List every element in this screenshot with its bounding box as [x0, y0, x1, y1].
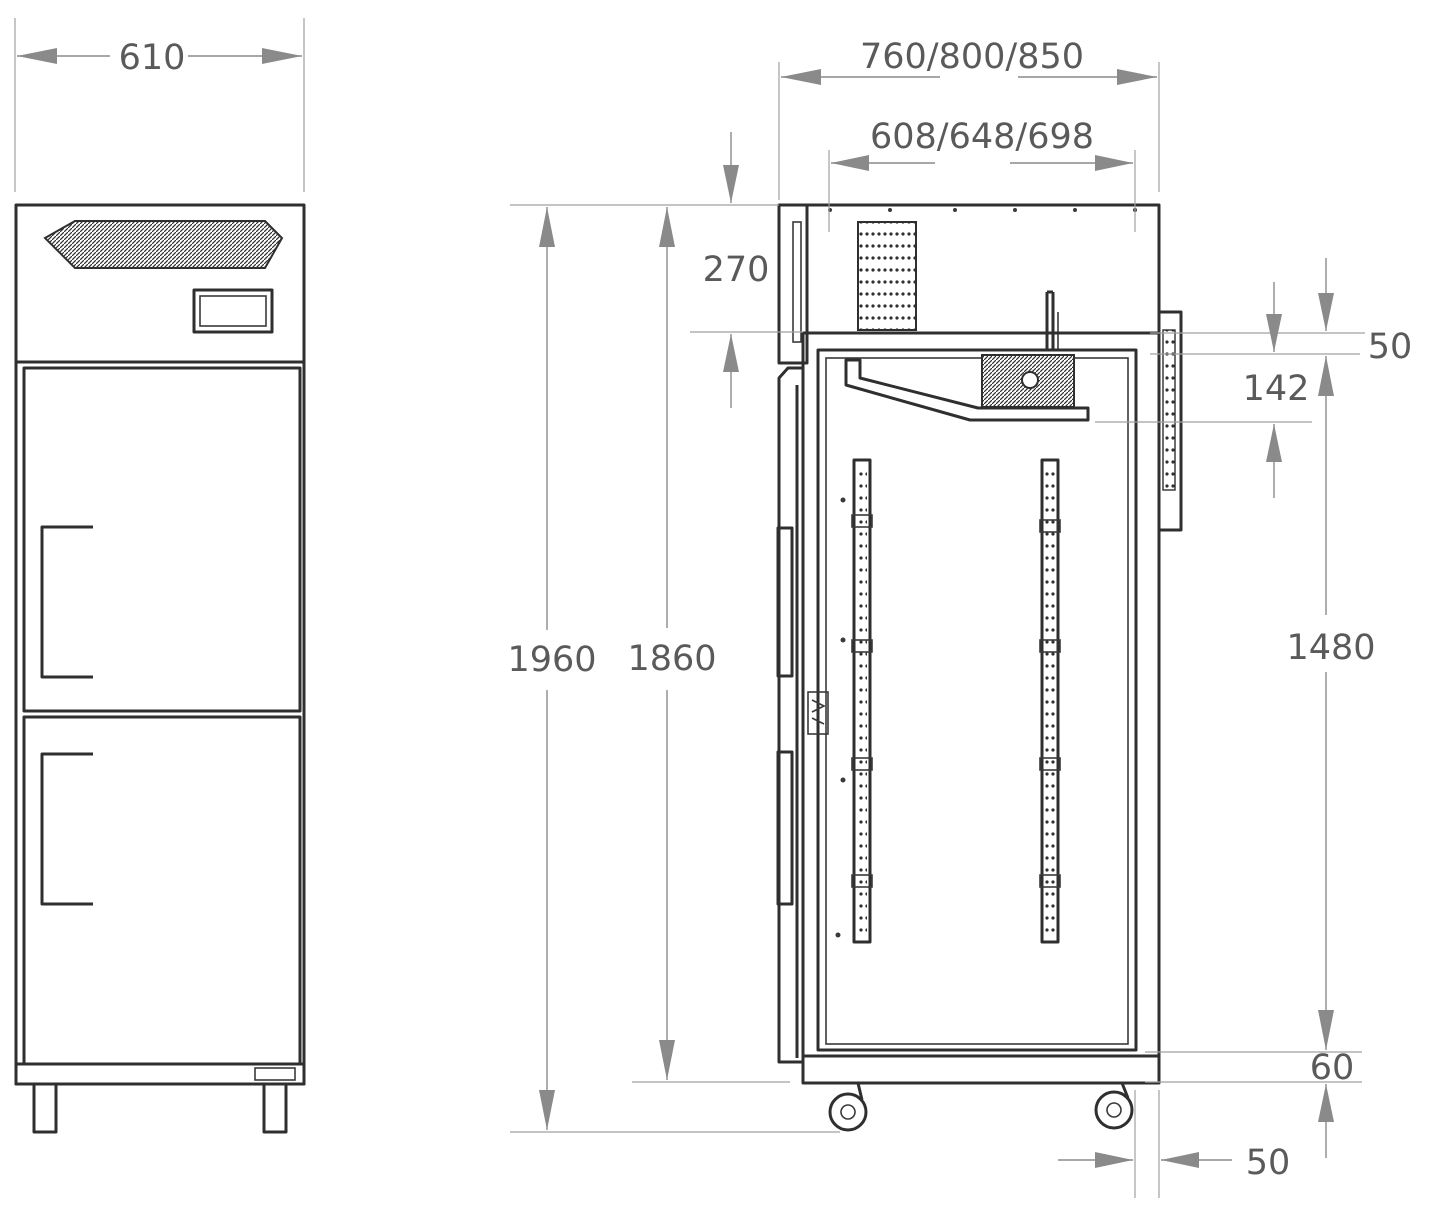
side-inner-liner [816, 348, 1138, 1052]
side-rear-grille [1162, 329, 1176, 491]
side-evaporator-duct [844, 358, 1090, 422]
dim-label-total-height: 1960 [507, 640, 596, 680]
front-plinth [14, 1062, 306, 1086]
side-hinge [807, 691, 829, 735]
dim-label-handle-length: 142 [1243, 369, 1310, 409]
side-condenser-coil [857, 221, 917, 331]
dim-body-height: 1860 [627, 207, 790, 1083]
front-body [14, 360, 306, 1086]
dim-label-handle-height: 1480 [1286, 628, 1375, 668]
side-front-rail [852, 458, 872, 944]
front-view [14, 203, 306, 1134]
side-cabinet [801, 331, 1161, 1085]
dim-total-height: 1960 [507, 207, 840, 1133]
side-upper-handle [776, 526, 794, 678]
side-rear-bracket [1159, 310, 1183, 532]
side-top-panel-slot [792, 221, 802, 343]
side-rear-caster [1094, 1090, 1134, 1130]
side-rear-rail [1040, 458, 1060, 944]
dim-handle-top: 50 142 [1095, 258, 1412, 498]
dim-bottom-clearance: 60 [1145, 1048, 1362, 1158]
side-rear-rail-holes [1045, 468, 1055, 934]
dim-handle-protrusion: 50 [1058, 1090, 1290, 1198]
dim-label-width: 610 [119, 38, 186, 78]
front-left-caster [32, 1082, 58, 1134]
side-door-edge [777, 366, 803, 1064]
front-display-screen [199, 295, 267, 327]
front-control-panel [192, 288, 274, 334]
side-front-rail-holes [857, 468, 867, 934]
dim-label-top-unit: 270 [703, 250, 770, 290]
dim-label-bottom-clearance: 60 [1310, 1048, 1355, 1088]
dim-label-body-height: 1860 [627, 639, 716, 679]
dim-top-unit: 270 [510, 132, 803, 408]
side-inner-wall [825, 357, 1129, 1045]
side-front-caster [828, 1092, 868, 1132]
front-upper-handle [40, 525, 93, 679]
front-upper-door [22, 366, 302, 713]
side-front-caster-arm [835, 1081, 864, 1101]
dim-depth-outer: 760/800/850 [778, 37, 1160, 200]
front-plinth-vent [254, 1067, 296, 1081]
dim-depth-inner: 608/648/698 [828, 117, 1136, 232]
side-fan-icon [1021, 371, 1039, 389]
dim-width-front: 610 [14, 18, 305, 192]
dim-handle-height: 1480 [1286, 356, 1376, 1050]
side-lower-handle [776, 750, 794, 906]
front-vent-grille [43, 220, 284, 269]
side-pipe [1045, 290, 1055, 350]
dim-label-handle-offset: 50 [1368, 327, 1413, 367]
dim-label-depth-outer: 760/800/850 [860, 37, 1084, 77]
dim-label-depth-inner: 608/648/698 [870, 117, 1094, 157]
dim-label-handle-protrusion: 50 [1246, 1143, 1291, 1183]
side-top-front-panel [777, 203, 809, 365]
front-lower-door [22, 715, 302, 1066]
front-lower-handle [40, 752, 93, 906]
side-rear-caster-arm [1100, 1081, 1130, 1099]
front-right-caster [262, 1082, 288, 1134]
side-view [776, 203, 1183, 1132]
